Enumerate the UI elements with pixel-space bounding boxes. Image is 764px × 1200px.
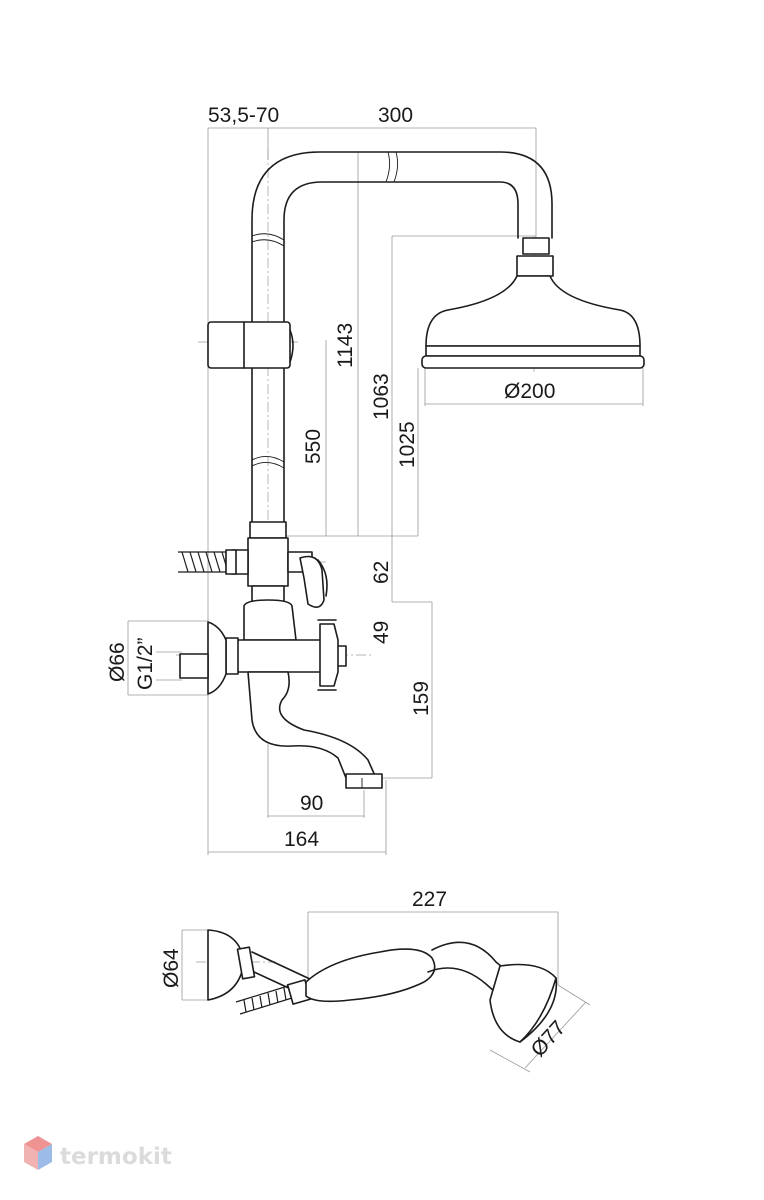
slider-clamp [207, 321, 291, 369]
dim-slider-spacing: 550 [302, 429, 325, 464]
hand-shower-handle [305, 948, 436, 1003]
dim-spindle-offset: 49 [370, 621, 393, 644]
hand-shower-head [489, 963, 557, 1043]
mixer-body [231, 639, 327, 673]
dim-hose-length: 227 [412, 888, 447, 911]
dim-head-bottom: 1025 [396, 421, 419, 468]
cross-handle [319, 623, 339, 687]
dim-total-depth: 164 [284, 828, 319, 851]
rain-shower-head [425, 275, 641, 347]
dim-wall-hook-diameter: Ø64 [160, 948, 183, 988]
shower-column [207, 151, 645, 523]
dim-spout-reach: 90 [300, 792, 323, 815]
diverter-lever [299, 555, 325, 608]
dim-rail-height: 1143 [334, 323, 357, 368]
brand-name: termokit [60, 1144, 172, 1170]
dim-head-diameter: Ø200 [504, 380, 555, 403]
dim-flange-diameter: Ø66 [106, 642, 129, 682]
dim-head-height: 1063 [370, 373, 393, 420]
cube-logo-icon [24, 1136, 52, 1170]
spout [247, 671, 377, 779]
dimension-labels: 53,5-70 300 1143 1063 1025 550 62 49 159… [106, 104, 570, 1061]
hand-shower [207, 929, 558, 1043]
shower-arm-nut [522, 237, 550, 255]
hose-inlet [178, 549, 237, 575]
extension-lines [127, 127, 644, 1073]
dim-diverter-spacing: 62 [370, 561, 393, 584]
dim-thread-size: G1/2” [134, 637, 157, 690]
column-nut [249, 521, 287, 539]
dim-wall-offset: 53,5-70 [208, 104, 279, 127]
brand-watermark: termokit [24, 1136, 172, 1170]
wall-flange [207, 621, 227, 695]
dim-arm-length: 300 [378, 104, 413, 127]
bath-mixer [179, 521, 383, 789]
dim-spout-drop: 159 [410, 681, 433, 716]
wall-hook [207, 929, 245, 1001]
